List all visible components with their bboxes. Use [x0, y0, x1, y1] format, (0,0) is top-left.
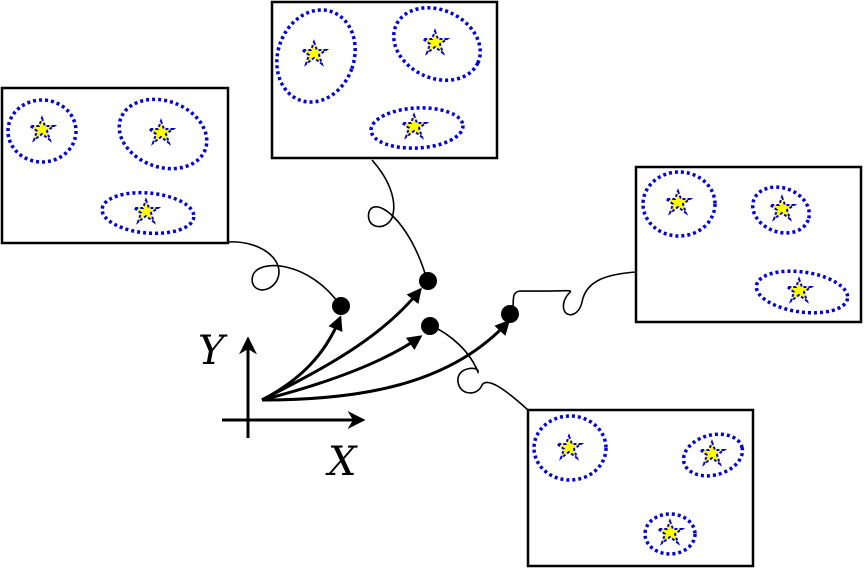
connector-top: [367, 159, 428, 281]
source-group: [754, 269, 850, 315]
source-group: [392, 6, 482, 82]
star-icon: [696, 439, 728, 467]
star-icon: [654, 518, 686, 546]
endpoint-dot: [332, 297, 350, 315]
source-group: [6, 98, 78, 164]
uncertainty-ellipse: [369, 106, 465, 150]
star-icon: [662, 188, 694, 216]
uncertainty-ellipse: [275, 8, 357, 104]
connector-bottom: [429, 324, 529, 411]
star-icon: [130, 197, 162, 225]
star-icon: [419, 28, 451, 56]
panel-frame: [634, 165, 863, 324]
source-group: [532, 414, 608, 482]
star-icon: [553, 433, 585, 461]
uncertainty-ellipse: [641, 170, 717, 238]
star-icon: [298, 39, 330, 67]
star-icon: [26, 115, 58, 143]
panel-top: [270, 0, 499, 160]
star-icon: [398, 112, 430, 140]
source-group: [643, 512, 697, 556]
connector-left: [227, 241, 341, 306]
uncertainty-ellipse: [754, 269, 850, 315]
x-axis-label: X: [325, 439, 358, 485]
endpoint-dot: [501, 305, 519, 323]
source-group: [275, 8, 357, 104]
trajectory-4: [261, 319, 511, 402]
uncertainty-ellipse: [392, 6, 482, 82]
source-group: [369, 106, 465, 150]
endpoint-dot: [419, 272, 437, 290]
endpoint-dot: [421, 317, 439, 335]
uncertainty-ellipse: [681, 432, 745, 478]
panel-right: [634, 165, 863, 324]
uncertainty-ellipse: [6, 98, 78, 164]
uncertainty-ellipse: [643, 512, 697, 556]
connector-right: [511, 271, 637, 316]
star-icon: [766, 194, 798, 222]
star-icon: [783, 276, 815, 304]
source-group: [681, 432, 745, 478]
connectors: [227, 159, 637, 411]
panel-frame: [270, 0, 499, 160]
panel-frame: [526, 408, 755, 568]
source-group: [117, 97, 209, 171]
trajectory-3: [261, 335, 423, 402]
endpoints: [332, 272, 519, 335]
panel-bottom: [526, 408, 755, 568]
uncertainty-ellipse: [100, 190, 196, 236]
source-group: [641, 170, 717, 238]
uncertainty-ellipse: [117, 97, 209, 171]
panel-left: [0, 86, 230, 245]
trajectories: [261, 287, 511, 402]
trajectory-2: [261, 287, 422, 402]
source-group: [100, 190, 196, 236]
star-icon: [145, 118, 177, 146]
axes: X Y: [198, 328, 366, 485]
y-axis-label: Y: [198, 328, 228, 374]
uncertainty-ellipse: [532, 414, 608, 482]
